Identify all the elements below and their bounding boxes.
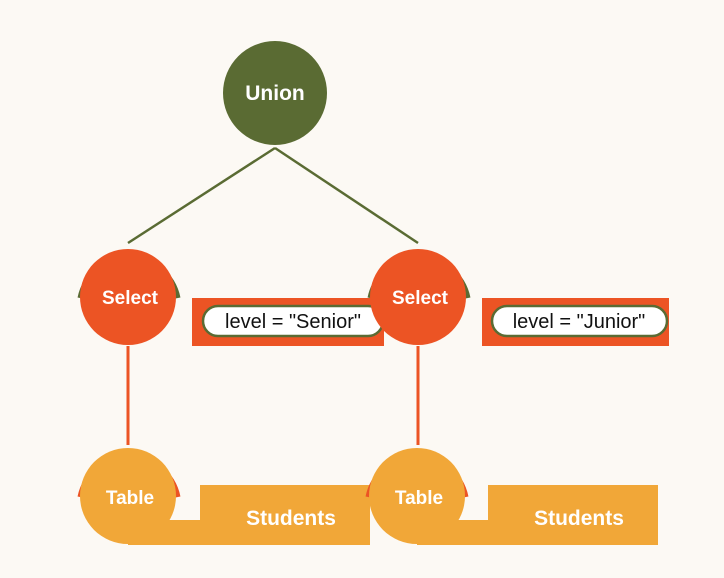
table-node-students-1: Table Students xyxy=(77,448,370,545)
edge-union-to-select-junior xyxy=(274,146,419,245)
select-condition-text: level = "Senior" xyxy=(225,311,361,333)
table-node-label: Table xyxy=(395,488,443,509)
select-node-junior: Select level = "Junior" xyxy=(367,249,669,346)
select-node-senior: Select level = "Senior" xyxy=(77,249,385,346)
select-condition-text: level = "Junior" xyxy=(513,311,646,333)
table-node-students-2: Table Students xyxy=(365,448,658,545)
select-node-label: Select xyxy=(392,288,449,309)
table-node-label: Table xyxy=(106,488,154,509)
table-name-label: Students xyxy=(534,507,624,530)
table-name-label: Students xyxy=(246,507,336,530)
select-node-label: Select xyxy=(102,288,159,309)
edge-union-to-select-senior xyxy=(127,146,276,245)
union-node: Union xyxy=(223,41,327,145)
select-condition-pill xyxy=(490,304,669,338)
union-node-label: Union xyxy=(245,82,304,105)
